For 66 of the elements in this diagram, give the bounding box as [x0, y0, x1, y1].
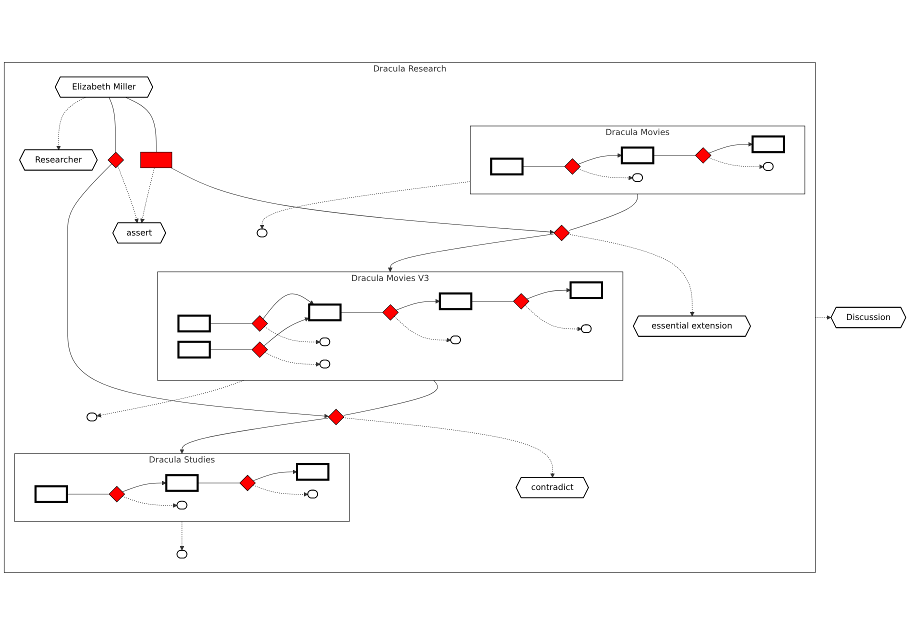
arrow	[578, 153, 622, 165]
node-diamond	[108, 152, 124, 168]
node-diamond	[239, 474, 256, 492]
node-diamond	[252, 341, 268, 358]
node-diamond	[382, 304, 399, 321]
arrow	[260, 181, 470, 230]
node-box	[490, 158, 524, 176]
arrow	[342, 417, 555, 478]
connector	[210, 349, 252, 350]
arrow	[264, 317, 310, 346]
cluster: Dracula Movies	[470, 126, 806, 194]
arrow	[180, 521, 184, 551]
connector	[343, 380, 438, 416]
arrow	[67, 164, 329, 418]
arrow	[122, 496, 178, 508]
node-box	[752, 135, 786, 154]
connector	[210, 323, 252, 324]
arrow	[524, 304, 582, 332]
arrow	[117, 165, 139, 224]
node-box	[34, 485, 68, 503]
node-diamond	[328, 408, 344, 426]
connector	[471, 301, 514, 302]
node-diamond	[512, 293, 530, 310]
node-box	[570, 281, 604, 300]
node-box	[177, 340, 211, 359]
arrow	[96, 380, 244, 418]
arrow	[262, 294, 314, 320]
node-box	[296, 463, 330, 481]
node-box	[140, 152, 172, 168]
connector	[340, 312, 383, 313]
node-box	[620, 146, 654, 164]
connector	[652, 155, 696, 156]
arrow	[140, 168, 155, 224]
connector	[197, 482, 240, 484]
arrow	[170, 168, 554, 234]
node-diamond	[564, 158, 581, 175]
arrow	[264, 352, 320, 367]
connector	[568, 194, 638, 231]
arrow	[396, 299, 440, 310]
node-diamond	[252, 315, 268, 332]
connector	[126, 97, 156, 152]
arrow	[708, 157, 764, 170]
arrow	[252, 484, 308, 497]
arrow	[568, 234, 694, 316]
node-box	[308, 304, 342, 322]
cluster: Dracula Studies	[14, 453, 350, 522]
arrow	[526, 288, 571, 300]
arrow	[815, 315, 832, 320]
arrow	[264, 326, 320, 344]
arrow	[388, 234, 554, 272]
arrow	[252, 470, 298, 482]
node-box	[177, 314, 211, 332]
node-diamond	[553, 224, 570, 242]
arrow	[180, 418, 328, 454]
node-diamond	[694, 147, 712, 164]
connector	[522, 166, 565, 167]
node-diamond	[108, 486, 126, 502]
arrow	[708, 142, 753, 154]
arrow	[122, 480, 166, 492]
connector	[108, 97, 116, 152]
node-box	[438, 292, 472, 310]
arrow	[394, 316, 452, 342]
node-box	[165, 474, 199, 492]
arrow	[578, 168, 634, 180]
arrow	[56, 97, 86, 150]
cluster: Dracula Movies V3	[157, 272, 624, 381]
